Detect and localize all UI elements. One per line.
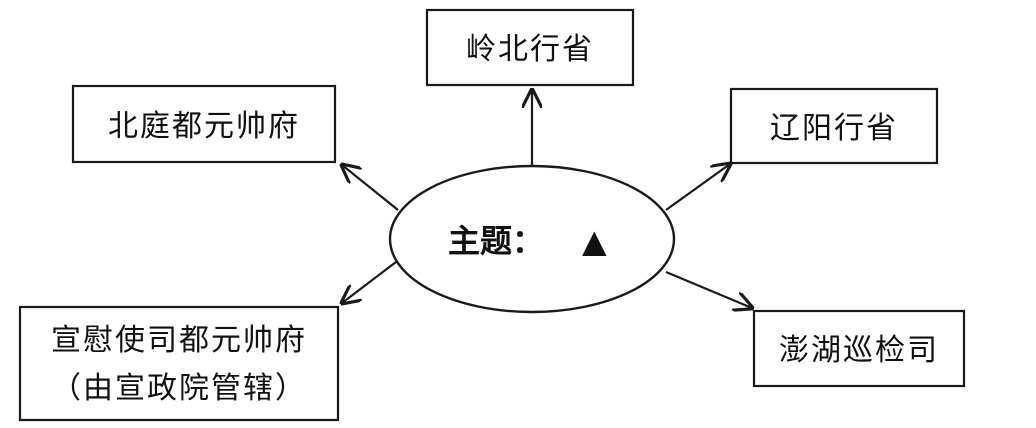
node-bottom-right-box (752, 309, 966, 388)
center-label: 主题： (448, 222, 544, 260)
arrow-to-top-left (342, 165, 399, 211)
node-top-left: 北庭都元帅府 (71, 84, 337, 164)
node-top-label: 岭北行省 (466, 32, 594, 67)
node-top-box (425, 8, 635, 87)
node-bottom-right-label: 澎湖巡检司 (779, 333, 939, 368)
center-node: 主题： ▲ (388, 164, 676, 314)
arrow-to-bottom-left (342, 261, 397, 303)
node-top: 岭北行省 (425, 8, 635, 87)
node-bottom-left-label-line2: （由宣政院管辖） (51, 371, 307, 406)
arrow-to-top-right (665, 164, 730, 211)
connectors (342, 90, 752, 308)
node-top-right-label: 辽阳行省 (770, 111, 898, 146)
center-ellipse (388, 164, 676, 314)
node-top-left-label: 北庭都元帅府 (108, 109, 300, 144)
center-triangle-symbol: ▲ (582, 222, 607, 260)
node-bottom-left-box (18, 305, 340, 422)
arrow-to-bottom-right (665, 270, 752, 308)
node-bottom-left-label-line1: 宣慰使司都元帅府 (51, 323, 307, 358)
node-top-right-box (729, 87, 939, 165)
node-bottom-left: 宣慰使司都元帅府 （由宣政院管辖） (18, 305, 340, 422)
node-bottom-right: 澎湖巡检司 (752, 309, 966, 388)
node-top-left-box (71, 84, 337, 164)
node-top-right: 辽阳行省 (729, 87, 939, 165)
